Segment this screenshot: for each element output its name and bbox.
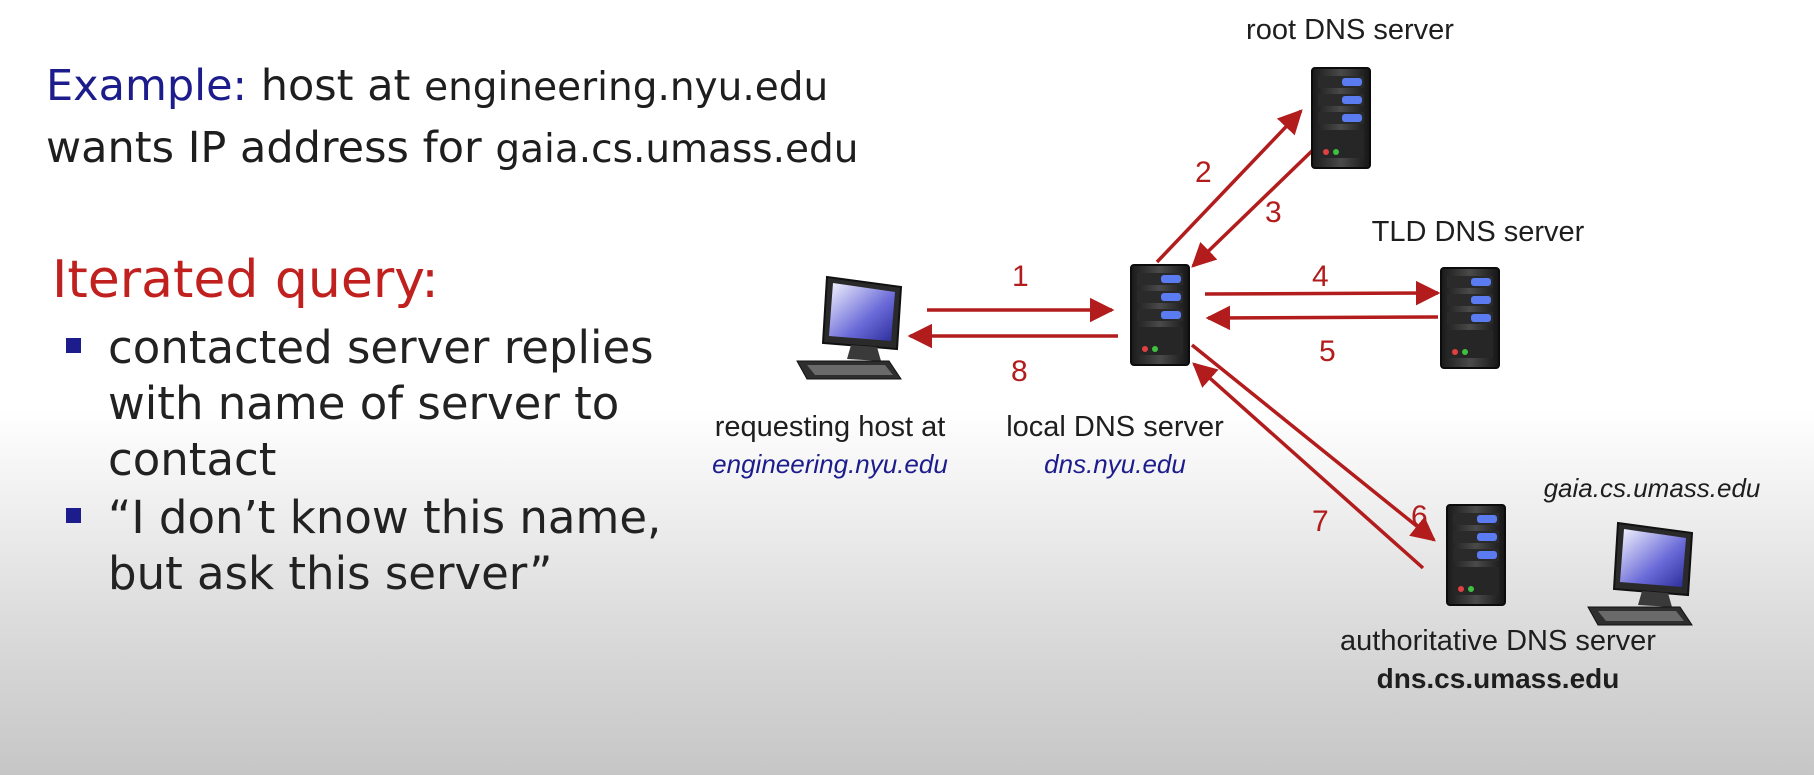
gaia-label: gaia.cs.umass.edu: [1543, 473, 1761, 503]
example-line-1: Example: host at engineering.nyu.edu: [46, 56, 858, 118]
auth-server-domain: dns.cs.umass.edu: [1376, 663, 1620, 694]
host-computer-icon: [796, 276, 902, 380]
auth-server-label: authoritative DNS server: [1340, 625, 1656, 657]
arrow-6: [1190, 343, 1436, 542]
root-server-label: root DNS server: [1246, 14, 1454, 46]
gaia-computer-icon: [1587, 522, 1693, 626]
iterated-query-title: Iterated query:: [52, 250, 439, 310]
host-label: requesting host at: [714, 411, 946, 443]
bullet-marker: [66, 338, 81, 353]
arrow-3: [1191, 146, 1317, 268]
arrow-7: [1192, 362, 1425, 570]
step-1-label: 1: [1012, 260, 1029, 293]
host-domain: engineering.nyu.edu: [712, 449, 948, 479]
step-5-label: 5: [1319, 335, 1336, 368]
local-server-label: local DNS server: [1006, 411, 1224, 443]
step-7-label: 7: [1312, 505, 1329, 538]
example-line1-text: host at: [260, 61, 411, 111]
step-8-label: 8: [1011, 355, 1028, 388]
bullet-marker: [66, 508, 81, 523]
bullet-item-2: “I don’t know this name, but ask this se…: [108, 491, 662, 600]
arrow-2: [1155, 109, 1303, 264]
step-4-label: 4: [1312, 260, 1329, 293]
step-3-label: 3: [1265, 196, 1282, 229]
bullet-item-1: contacted server replies with name of se…: [108, 321, 654, 486]
example-line2-domain: gaia.cs.umass.edu: [495, 127, 859, 172]
example-text: Example: host at engineering.nyu.edu wan…: [46, 56, 858, 180]
example-line2-text: wants IP address for: [46, 123, 482, 173]
step-2-label: 2: [1195, 156, 1212, 189]
tld-server-label: TLD DNS server: [1371, 216, 1585, 248]
local-server-domain: dns.nyu.edu: [1044, 449, 1186, 479]
arrow-4: [1204, 280, 1441, 306]
local-server-icon: [1130, 264, 1190, 366]
example-line1-domain: engineering.nyu.edu: [424, 65, 829, 110]
auth-server-icon: [1446, 504, 1506, 606]
step-6-label: 6: [1411, 500, 1428, 533]
arrow-5: [1205, 305, 1439, 331]
example-line-2: wants IP address for gaia.cs.umass.edu: [46, 118, 858, 180]
example-prefix: Example:: [46, 61, 248, 111]
tld-server-icon: [1440, 267, 1500, 369]
root-server-icon: [1311, 67, 1371, 169]
